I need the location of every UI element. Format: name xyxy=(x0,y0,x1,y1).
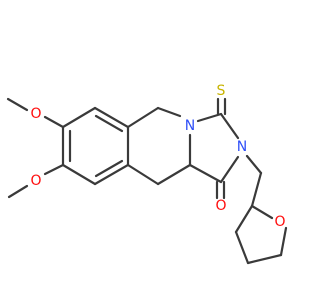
bond-benzene-5 xyxy=(93,106,130,129)
bond-thf-3 xyxy=(246,253,283,265)
bond-thf-1 xyxy=(250,204,274,220)
bond-thf-5 xyxy=(234,204,254,234)
atom-o-methoxy-top: O xyxy=(30,106,41,122)
bond-benzene-2 xyxy=(61,163,97,186)
bond-n-cthione xyxy=(196,112,223,123)
bond-methyl-o-top xyxy=(6,97,29,112)
bond-ch2-top-b xyxy=(156,106,182,118)
atom-o-methoxy-bottom: O xyxy=(30,173,41,189)
bond-thf-2 xyxy=(279,226,288,257)
bond-o-top-aromatic xyxy=(43,115,65,129)
bond-cthione-n2 xyxy=(219,112,240,140)
bonds xyxy=(6,97,288,265)
bond-benzene-3 xyxy=(93,163,130,186)
molecule-structure: O O N N S O O xyxy=(6,83,288,265)
bond-n2-ch2 xyxy=(245,154,263,175)
bond-benzene-6 xyxy=(61,106,97,129)
bond-ccarbonyl-ch xyxy=(188,163,223,184)
atom-o-thf: O xyxy=(274,214,285,230)
bond-ch2-thf xyxy=(250,171,263,208)
bond-ch2-bottom-b xyxy=(156,163,192,186)
atom-s-thione: S xyxy=(217,83,226,99)
bond-n2-ccarbonyl xyxy=(219,155,240,184)
atom-n-imide: N xyxy=(237,139,247,155)
bond-ch2-top-a xyxy=(126,106,160,129)
bond-ch2-bottom-a xyxy=(126,163,160,186)
atom-n-ring: N xyxy=(185,118,195,134)
bond-methyl-o-bottom xyxy=(7,184,29,199)
bond-benzene-5-inner xyxy=(94,114,124,133)
bond-thf-4 xyxy=(234,230,250,265)
atom-labels: O O N N S O O xyxy=(30,83,285,230)
bond-o-bottom-aromatic xyxy=(43,163,65,176)
structure-canvas: O O N N S O O xyxy=(6,83,288,265)
atom-o-carbonyl: O xyxy=(215,198,226,214)
bond-benzene-3-inner xyxy=(94,159,124,178)
